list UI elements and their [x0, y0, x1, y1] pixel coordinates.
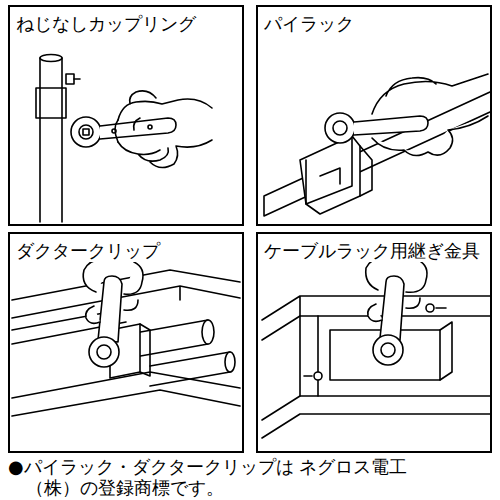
cable-rack-scene [262, 248, 490, 438]
panel-box: パイラック [256, 5, 492, 226]
panel-box: ケーブルラック用継ぎ金具 [256, 232, 492, 453]
ductor-scene [12, 250, 240, 416]
panel-title: パイラック [258, 7, 360, 35]
panel-box: ダクタークリップ [8, 232, 244, 453]
pirack-scene [264, 74, 490, 216]
trademark-note: ●パイラック・ダクタークリップは ネグロス電工（株）の登録商標です。 [8, 456, 446, 499]
panel-title: ダクタークリップ [10, 234, 166, 262]
panel-title: ケーブルラック用継ぎ金具 [258, 234, 486, 262]
panel-box: ねじなしカップリング [8, 5, 244, 226]
coupling-scene [36, 55, 212, 223]
panel-title: ねじなしカップリング [10, 7, 202, 35]
